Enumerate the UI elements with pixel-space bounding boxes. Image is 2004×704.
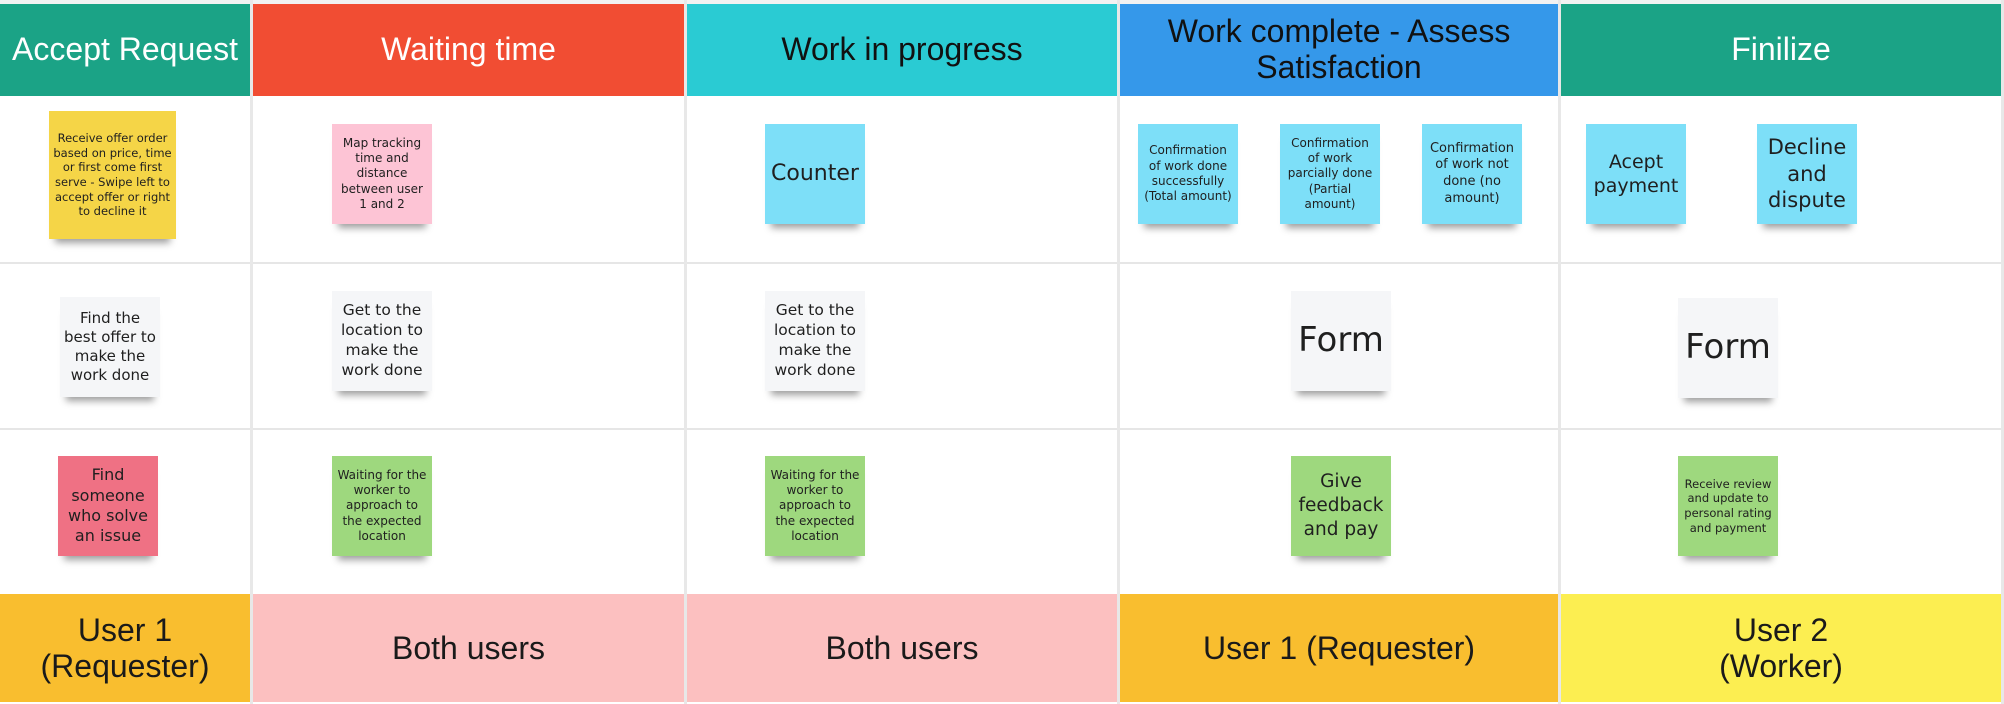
row-divider	[687, 428, 1117, 430]
sticky-note[interactable]: Waiting for the worker to approach to th…	[332, 456, 432, 556]
sticky-note[interactable]: Map tracking time and distance between u…	[332, 124, 432, 224]
sticky-note[interactable]: Receive offer order based on price, time…	[49, 111, 176, 239]
sticky-note[interactable]: Find the best offer to make the work don…	[60, 297, 160, 397]
column-footer: Both users	[687, 594, 1117, 702]
sticky-note[interactable]: Get to the location to make the work don…	[332, 291, 432, 391]
row-divider	[1561, 428, 2001, 430]
column-work-in-progress: Work in progress Both users	[687, 0, 1120, 704]
column-accept-request: Accept Request User 1 (Requester)	[0, 0, 253, 704]
sticky-note[interactable]: Decline and dispute	[1757, 124, 1857, 224]
column-footer: User 1 (Requester)	[0, 594, 250, 702]
sticky-note[interactable]: Acept payment	[1586, 124, 1686, 224]
column-work-complete: Work complete - Assess Satisfaction User…	[1120, 0, 1561, 704]
row-divider	[687, 262, 1117, 264]
row-divider	[253, 262, 684, 264]
sticky-note[interactable]: Form	[1291, 291, 1391, 391]
column-header: Waiting time	[253, 4, 684, 96]
sticky-note[interactable]: Form	[1678, 298, 1778, 398]
column-header: Finilize	[1561, 4, 2001, 96]
sticky-note[interactable]: Confirmation of work not done (no amount…	[1422, 124, 1522, 224]
sticky-note[interactable]: Waiting for the worker to approach to th…	[765, 456, 865, 556]
column-finalize: Finilize User 2 (Worker)	[1561, 0, 2004, 704]
sticky-note[interactable]: Confirmation of work parcially done (Par…	[1280, 124, 1380, 224]
sticky-note[interactable]: Find someone who solve an issue	[58, 456, 158, 556]
row-divider	[0, 428, 250, 430]
row-divider	[1561, 262, 2001, 264]
row-divider	[0, 262, 250, 264]
column-footer: User 2 (Worker)	[1561, 594, 2001, 702]
row-divider	[253, 428, 684, 430]
sticky-note[interactable]: Receive review and update to personal ra…	[1678, 456, 1778, 556]
column-waiting-time: Waiting time Both users	[253, 0, 687, 704]
column-header: Work in progress	[687, 4, 1117, 96]
sticky-note[interactable]: Give feedback and pay	[1291, 456, 1391, 556]
column-header: Accept Request	[0, 4, 250, 96]
sticky-note[interactable]: Counter	[765, 124, 865, 224]
row-divider	[1120, 262, 1558, 264]
sticky-note[interactable]: Confirmation of work done successfully (…	[1138, 124, 1238, 224]
sticky-note[interactable]: Get to the location to make the work don…	[765, 291, 865, 391]
column-header: Work complete - Assess Satisfaction	[1120, 4, 1558, 96]
row-divider	[1120, 428, 1558, 430]
column-footer: User 1 (Requester)	[1120, 594, 1558, 702]
column-footer: Both users	[253, 594, 684, 702]
top-strip	[0, 0, 2004, 4]
